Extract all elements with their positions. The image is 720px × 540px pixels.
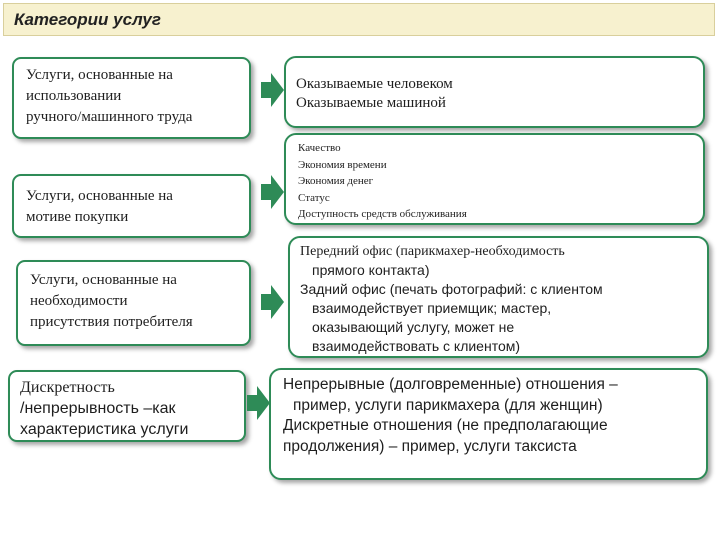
detail-line: Дискретные отношения (не предполагающие — [283, 417, 608, 434]
detail-line: продолжения) – пример, услуги таксиста — [283, 437, 577, 455]
detail-line: Экономия денег — [298, 175, 374, 188]
detail-line: Непрерывные (долговременные) отношения – — [283, 376, 618, 393]
category-label-line: Услуги, основанные на — [30, 272, 177, 288]
category-box-presence: Услуги, основанные на необходимости прис… — [16, 260, 251, 346]
detail-line: взаимодействует приемщик; мастер, — [312, 300, 552, 316]
arrow-right-icon — [247, 386, 270, 420]
category-label-line: необходимости — [30, 293, 128, 309]
title-bar: Категории услуг — [3, 3, 715, 36]
detail-line: оказывающий услугу, может не — [312, 319, 515, 335]
category-label-line: использовании — [26, 88, 122, 104]
category-label-line: мотиве покупки — [26, 209, 129, 225]
category-label-line: характеристика услуги — [20, 421, 189, 438]
arrow-right-icon — [261, 175, 284, 209]
detail-line: взаимодействовать с клиентом) — [312, 338, 521, 354]
detail-box-continuity: Непрерывные (долговременные) отношения –… — [269, 368, 708, 480]
detail-box-labor: Оказываемые человеком Оказываемые машино… — [284, 56, 705, 128]
detail-box-motive: Качество Экономия времени Экономия денег… — [284, 133, 705, 225]
category-label-line: /непрерывность –как — [20, 400, 176, 417]
arrow-right-icon — [261, 73, 284, 107]
category-box-motive: Услуги, основанные на мотиве покупки — [12, 174, 251, 238]
detail-line: Статус — [298, 191, 330, 204]
detail-line: Задний офис (печать фотографий: с клиент… — [300, 281, 603, 297]
detail-line: Оказываемые машиной — [296, 95, 446, 111]
category-label-line: ручного/машинного труда — [26, 109, 193, 125]
category-label-line: присутствия потребителя — [30, 314, 193, 330]
detail-line: Качество — [298, 142, 341, 154]
arrow-right-icon — [261, 285, 284, 319]
detail-line: Экономия времени — [298, 158, 387, 171]
category-label-line: Дискретность — [20, 379, 115, 396]
detail-line: пример, услуги парикмахера (для женщин) — [293, 396, 603, 414]
detail-line: прямого контакта) — [312, 262, 430, 278]
category-box-labor: Услуги, основанные на использовании ручн… — [12, 57, 251, 139]
detail-line: Передний офис (парикмахер-необходимость — [300, 244, 565, 259]
detail-box-presence: Передний офис (парикмахер-необходимость … — [288, 236, 709, 358]
category-box-continuity: Дискретность /непрерывность –как характе… — [8, 370, 246, 442]
detail-line: Оказываемые человеком — [296, 76, 453, 92]
category-label-line: Услуги, основанные на — [26, 67, 173, 83]
category-label-line: Услуги, основанные на — [26, 188, 173, 204]
page-title: Категории услуг — [14, 10, 161, 29]
detail-line: Доступность средств обслуживания — [298, 208, 467, 221]
